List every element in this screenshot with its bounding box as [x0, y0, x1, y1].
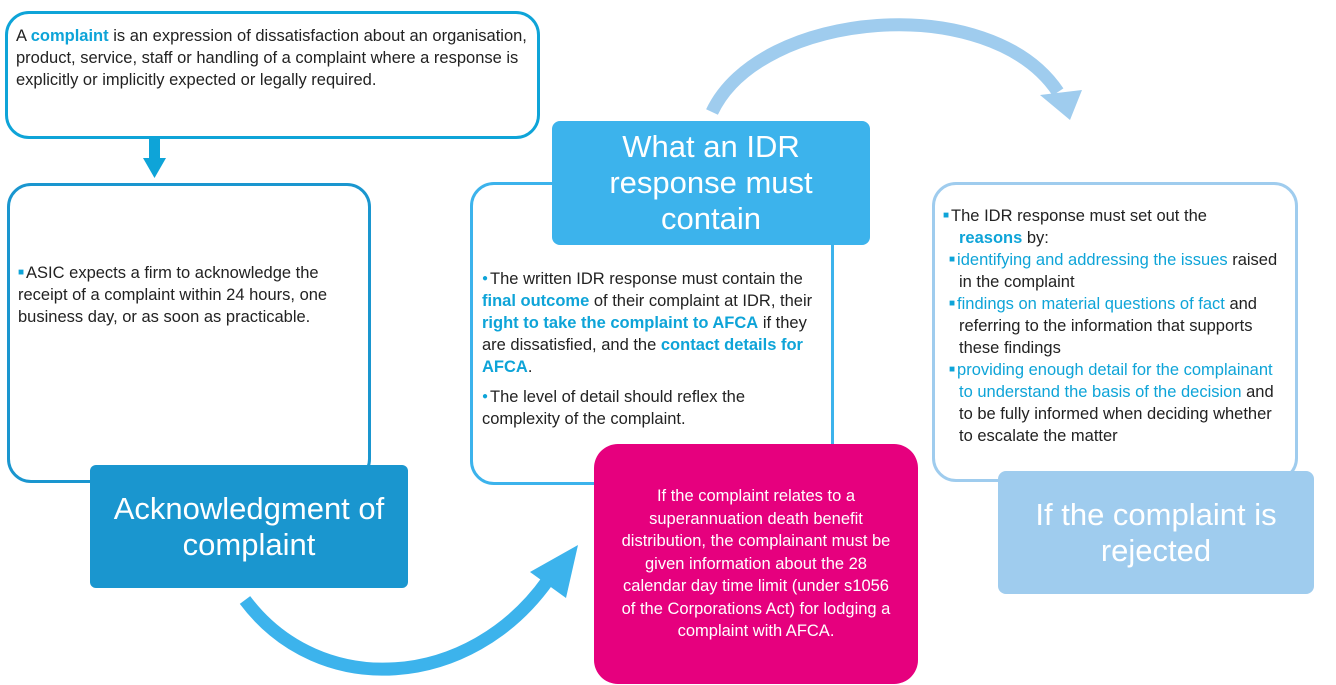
rejected-intro-end: by: [1022, 229, 1049, 247]
acknowledgment-body-box: ■ASIC expects a firm to acknowledge the … [7, 183, 371, 483]
idr-final-outcome: final outcome [482, 292, 590, 310]
acknowledgment-body-text: ASIC expects a firm to acknowledge the r… [18, 264, 328, 326]
rejected-sub1-text: raised in the complaint [959, 251, 1278, 291]
idr-bullet2-text: The level of detail should reflex the co… [482, 388, 746, 428]
curved-arrow-ack-to-idr [239, 545, 578, 676]
superannuation-text: If the complaint relates to a superannua… [621, 487, 891, 641]
rejected-intro: The IDR response must set out the [951, 207, 1207, 225]
rejected-sub1-highlight: identifying and addressing the issues [957, 251, 1228, 269]
idr-bullet1-end: . [527, 358, 533, 376]
rejected-title: If the complaint is rejected [1035, 496, 1277, 568]
bullet-icon: ● [482, 391, 489, 402]
rejected-title-box: If the complaint is rejected [998, 471, 1314, 594]
idr-contact-details: contact details for AFCA [482, 336, 803, 376]
rejected-sub2-highlight: findings on material questions of fact [957, 295, 1225, 313]
acknowledgment-title: Acknowledgment of complaint [113, 490, 385, 562]
definition-text: is an expression of dissatisfaction abou… [16, 27, 527, 89]
bullet-icon: ■ [949, 254, 956, 265]
idr-bullet1-text2: of their complaint at IDR, their [589, 292, 813, 310]
bullet-icon: ■ [943, 210, 950, 221]
bullet-icon: ■ [949, 298, 956, 309]
idr-right-to-afca: right to take the complaint to AFCA [482, 314, 759, 332]
idr-title: What an IDR response must contain [609, 129, 813, 236]
definition-prefix: A [16, 27, 31, 45]
definition-term: complaint [30, 27, 109, 45]
rejected-body-box: ■The IDR response must set out the reaso… [932, 182, 1298, 482]
rejected-sub2-text: and referring to the information that su… [959, 295, 1257, 357]
rejected-reasons: reasons [959, 229, 1023, 247]
curved-arrow-idr-to-rejected [706, 18, 1082, 120]
bullet-icon: ● [482, 273, 489, 284]
rejected-sub3-highlight: providing enough detail for the complain… [957, 361, 1273, 401]
rejected-sub3-text: and to be fully informed when deciding w… [959, 383, 1274, 445]
complaint-definition-box: A complaint is an expression of dissatis… [5, 11, 540, 139]
bullet-icon: ■ [18, 267, 25, 278]
down-arrow-icon [143, 138, 166, 178]
idr-bullet1-text3: if they are dissatisfied, and the [482, 314, 807, 354]
superannuation-box: If the complaint relates to a superannua… [594, 444, 918, 684]
acknowledgment-title-box: Acknowledgment of complaint [90, 465, 408, 588]
idr-bullet1-text: The written IDR response must contain th… [490, 270, 803, 288]
idr-title-box: What an IDR response must contain [552, 121, 870, 245]
bullet-icon: ■ [949, 364, 956, 375]
